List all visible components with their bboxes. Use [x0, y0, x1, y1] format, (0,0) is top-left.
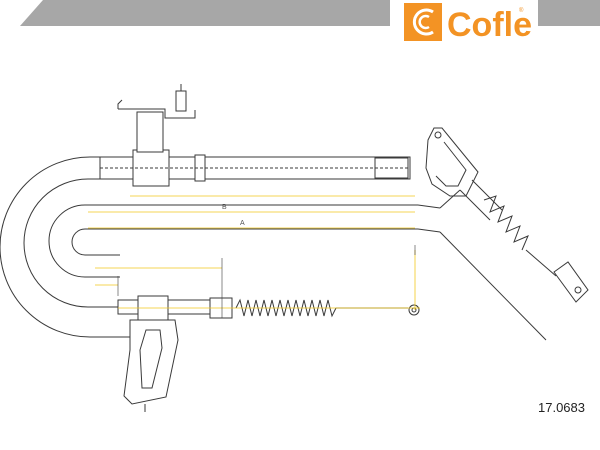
cable-u-bend: [0, 156, 418, 338]
right-bracket-hole: [434, 131, 442, 139]
right-axis-line: [439, 231, 547, 341]
header-band-left: [20, 0, 390, 26]
cable-outer-outline: [0, 156, 130, 338]
right-spring: [483, 195, 529, 251]
bracket-tab: [175, 90, 187, 112]
upper-bracket: [117, 84, 196, 153]
brand-registered-mark: ®: [519, 7, 524, 14]
right-angled-assembly: [417, 127, 589, 341]
dimension-label-a: A: [240, 220, 245, 227]
brand-logo-mark: [404, 3, 442, 41]
right-tube: [459, 179, 503, 221]
brand-name: Cofle: [447, 6, 532, 44]
cable-inner-outline: [23, 178, 130, 308]
cable-core-outer: [48, 204, 418, 278]
lower-rod-eye: [408, 304, 420, 316]
upper-sheath: [99, 149, 411, 187]
lower-handle: [123, 319, 179, 405]
bracket-hook-icon: [117, 99, 123, 109]
cable-core-inner: [71, 228, 418, 256]
bracket-arm: [118, 108, 196, 119]
right-clevis-hole: [574, 286, 582, 294]
right-axis-line-3: [417, 204, 441, 209]
right-axis-line-4: [439, 189, 461, 209]
right-clevis: [553, 261, 589, 303]
brand-logo: Cofle ®: [404, 3, 532, 44]
right-bracket-outline-inner: [435, 141, 467, 187]
right-axis-line-2: [417, 228, 441, 233]
brand-logo-c-inner-icon: [418, 14, 430, 30]
dimension-extension-lines: [117, 245, 416, 318]
header-band-right: [538, 0, 600, 26]
right-rod: [525, 249, 557, 277]
dimension-label-b: B: [222, 204, 227, 211]
lower-handle-groove: [139, 329, 163, 389]
brand-logo-c-icon: [412, 8, 434, 36]
part-number: 17.0683: [538, 400, 585, 415]
lower-ferrule-assembly: [117, 295, 214, 412]
bracket-post: [136, 111, 164, 153]
dimension-lines: [88, 195, 420, 310]
